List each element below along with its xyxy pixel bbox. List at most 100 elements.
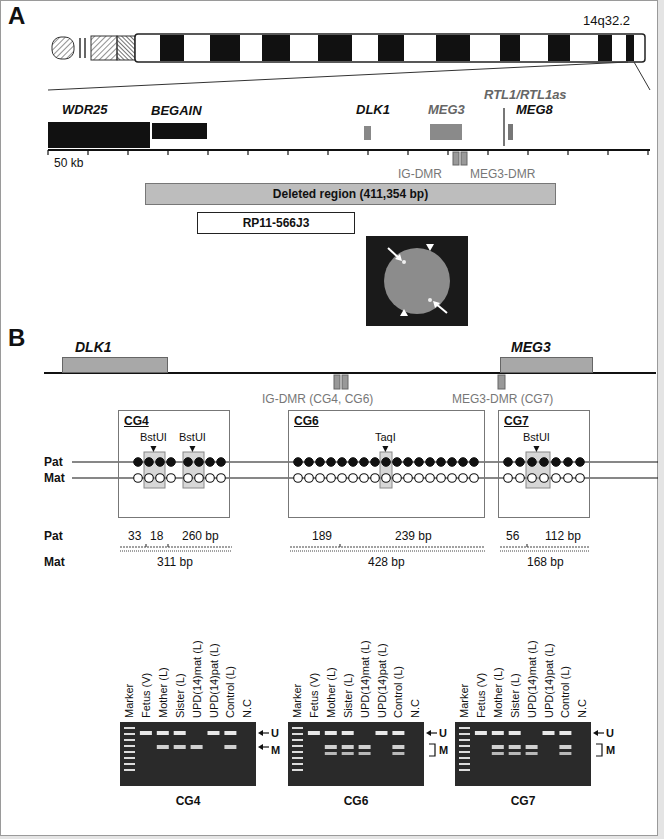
unmethylated-cpg [504,474,513,483]
methylated-cpg [327,458,336,467]
methylated-cpg [195,458,204,467]
gel-band [140,731,152,735]
region-label: DLK1 [356,103,390,117]
scale-tick [647,150,648,155]
unmethylated-cpg [448,474,457,483]
restriction-site-shading [144,452,165,488]
dmr-mark [498,375,505,389]
gel-band [359,752,371,755]
unmethylated-cpg [576,474,585,483]
lane-label: Control (L) [559,666,572,718]
gel-band [509,745,521,749]
unmethylated-cpg [184,474,193,483]
unmethylated-cpg [470,474,479,483]
scale-tick [607,150,608,155]
gel-caption: CG4 [176,794,201,808]
unmethylated-cpg [437,474,446,483]
dmr-label: MEG3-DMR [470,167,535,181]
fragment-size: 428 bp [368,555,405,569]
marker-band [124,769,135,771]
lane-label: N.C [241,699,254,718]
marker-band [292,745,303,747]
centromere [117,36,135,60]
dmr-mark [453,152,459,165]
scale-tick [247,150,248,155]
lane-label: Control (L) [224,666,237,718]
fish-arrowhead [426,244,434,251]
gel-band [526,745,538,749]
dmr-label: MEG3-DMR (CG7) [452,392,553,406]
lane-label: Sister (L) [508,673,521,718]
region-label: DLK1 [75,339,112,355]
cpg-region-box: CG7BstUI [498,410,590,518]
methylated-cpg [576,458,585,467]
gel-band [392,745,404,749]
marker-band [459,745,470,747]
unmethylated-cpg [305,474,314,483]
gene-line: RTL1/RTL1as [503,108,505,146]
enzyme-site-label: BstUI [179,430,206,444]
gel-caption: CG7 [511,794,536,808]
gel-band [376,731,388,735]
gel-band [509,731,521,735]
region-label: MEG8 [516,103,553,117]
fragment-line [500,546,590,547]
fragment-size: 260 bp [182,529,219,543]
marker-band [459,769,470,771]
fragment-line [290,550,485,551]
marker-band [459,739,470,741]
band [436,35,470,61]
lane-label: Mother (L) [156,667,169,718]
methylated-cpg [305,458,314,467]
p-arm [52,37,74,59]
region-label: RTL1/RTL1as [484,88,567,102]
unmethylated-cpg [393,474,402,483]
scale-tick [47,150,48,155]
gene-box: WDR25 [48,122,150,148]
dmr-label: IG-DMR [398,167,442,181]
lane-label: UPD(14)mat (L) [358,640,371,718]
methylated-cpg [426,458,435,467]
band-label: U [439,726,447,740]
methylated-cpg [217,458,226,467]
methylated-cpg [540,458,549,467]
marker-band [292,727,303,729]
marker-band [124,727,135,729]
panel-letter: B [8,324,25,352]
gel-band [308,731,320,735]
band-label: U [606,726,614,740]
gel-band [342,745,354,749]
scale-tick [87,150,88,155]
band-label: M [606,743,615,757]
marker-band [459,757,470,759]
gel-band [157,745,169,749]
unmethylated-cpg [316,474,325,483]
gel-band [475,731,487,735]
gel-band [559,752,571,755]
scale-tick [287,150,288,155]
unmethylated-cpg [156,474,165,483]
enzyme-arrowhead [533,446,539,452]
fish-nucleus [384,248,450,314]
lane-label: Fetus (V) [474,673,487,718]
gel-band [559,731,571,735]
methylated-cpg [360,458,369,467]
stalk [79,38,81,58]
lane-label: Mother (L) [324,667,337,718]
unmethylated-cpg [195,474,204,483]
fish-image [366,236,468,326]
gel-band [543,731,555,735]
methylated-cpg [470,458,479,467]
marker-band [292,763,303,765]
methylated-cpg [316,458,325,467]
band [318,35,352,61]
marker-band [459,727,470,729]
unmethylated-cpg [415,474,424,483]
allele-label: Pat [44,529,63,543]
enzyme-site-label: BstUI [523,430,550,444]
marker-band [459,751,470,753]
methylated-cpg [184,458,193,467]
fish-arrowhead [400,309,408,316]
methylated-cpg [338,458,347,467]
